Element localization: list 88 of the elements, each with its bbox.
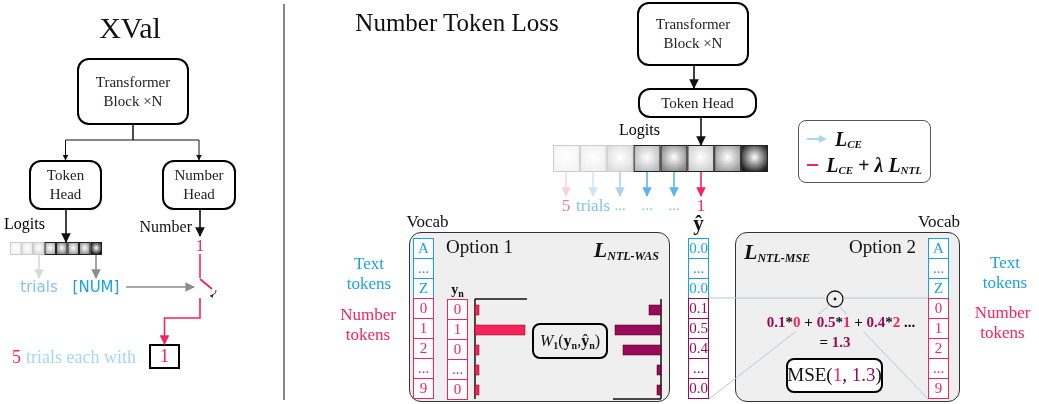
token-text: ... (612, 196, 628, 214)
process-box: Token Head (29, 160, 102, 210)
token-cell: 1 (447, 319, 468, 340)
token-cell: Z (413, 278, 434, 299)
column-heading: Vocab (405, 212, 450, 230)
token-cell: 0 (413, 298, 434, 319)
column-heading: ŷ (692, 211, 705, 234)
token-cell: Z (928, 278, 949, 299)
formula-box: MSE(1, 1.3) (786, 358, 883, 393)
token-text: 5 (560, 196, 572, 214)
loss-symbol: L$_{NTL-WAS}$ (593, 239, 659, 261)
connector-line (199, 253, 201, 279)
token-cell: ... (413, 258, 434, 279)
token-cell: ... (413, 358, 434, 379)
token-cell: 1 (413, 318, 434, 339)
legend-text: L$_{CE}$ + λ L$_{NTL}$ (826, 154, 922, 175)
token-cell: 0.0 (688, 238, 709, 259)
process-box: Transformer Block ×N (77, 58, 189, 125)
arrow (689, 65, 699, 89)
token-cell: ... (447, 359, 468, 380)
logits-strip (553, 145, 768, 172)
token-cell: ... (928, 258, 949, 279)
arrow (61, 209, 71, 243)
node-caption: Logits (619, 120, 661, 140)
arrow (615, 171, 625, 197)
node-caption: Logits (4, 214, 46, 234)
token-cell: 0.0 (688, 278, 709, 299)
token-cell: 0 (447, 339, 468, 360)
process-box: Number Head (162, 160, 236, 210)
token-cell: 0 (928, 298, 949, 319)
panel-title: XVal (98, 9, 162, 46)
arrow (195, 209, 205, 237)
token-text: 1 (694, 196, 708, 214)
token-cell: 0.0 (688, 378, 709, 399)
token-cell: ... (688, 358, 709, 379)
row-group-label: Number tokens (973, 302, 1032, 344)
logits-strip (10, 242, 102, 255)
arrow (91, 254, 101, 279)
token-text: 1 (193, 236, 207, 254)
token-cell: 0.4 (688, 338, 709, 359)
token-cell: 0 (447, 379, 468, 400)
arrow (696, 117, 706, 146)
row-group-label: Number tokens (339, 304, 397, 346)
dot-product-symbol (826, 290, 844, 308)
token-cell: 1 (928, 318, 949, 339)
arrow (588, 171, 598, 197)
connector-line (708, 297, 826, 299)
formula-box: W$_{1}$(y$_{n}$,ŷ$_{n}$) (532, 323, 608, 359)
token-text: trials (575, 196, 611, 214)
token-cell: 2 (928, 338, 949, 359)
node-caption: 5 (12, 346, 22, 368)
arrow (125, 282, 195, 292)
arrow (132, 124, 202, 161)
formula-text: 0.1*0 + 0.5*1 + 0.4*2 ... (765, 313, 917, 333)
token-text: ... (639, 196, 655, 214)
panel-title: Option 1 (446, 237, 514, 256)
arrow (669, 171, 679, 197)
token-cell: 0.5 (688, 318, 709, 339)
token-text: [NUM] (72, 278, 120, 296)
process-box: Token Head (638, 88, 757, 118)
token-cell: 0 (447, 299, 468, 320)
column-heading: Vocab (918, 212, 960, 230)
arrow (34, 254, 44, 279)
arrow (642, 171, 652, 197)
row-group-label: Text tokens (345, 253, 393, 295)
token-cell: ... (928, 358, 949, 379)
panel-title: Option 2 (849, 237, 917, 256)
token-cell: 2 (413, 338, 434, 359)
token-cell: 0.1 (688, 298, 709, 319)
loss-symbol: L$_{NTL-MSE}$ (744, 241, 811, 263)
arrow (561, 171, 571, 197)
arrow-label: Number (138, 217, 192, 237)
column-heading: y$_{n}$ (450, 281, 465, 297)
token-cell: ... (688, 258, 709, 279)
option-panel (409, 232, 670, 402)
node-caption: trials each with (26, 346, 137, 368)
panel-title: Number Token Loss (354, 7, 560, 38)
token-cell: A (928, 238, 949, 259)
token-cell: 9 (413, 378, 434, 399)
token-cell: A (413, 238, 434, 259)
legend-text: L$_{CE}$ (835, 128, 862, 149)
token-text: ... (666, 196, 682, 214)
arrow (159, 297, 201, 345)
result-box: 1 (149, 344, 180, 369)
row-group-label: Text tokens (981, 252, 1029, 294)
arrow (696, 171, 706, 197)
token-cell: 9 (928, 378, 949, 399)
process-box: Transformer Block ×N (637, 2, 749, 66)
